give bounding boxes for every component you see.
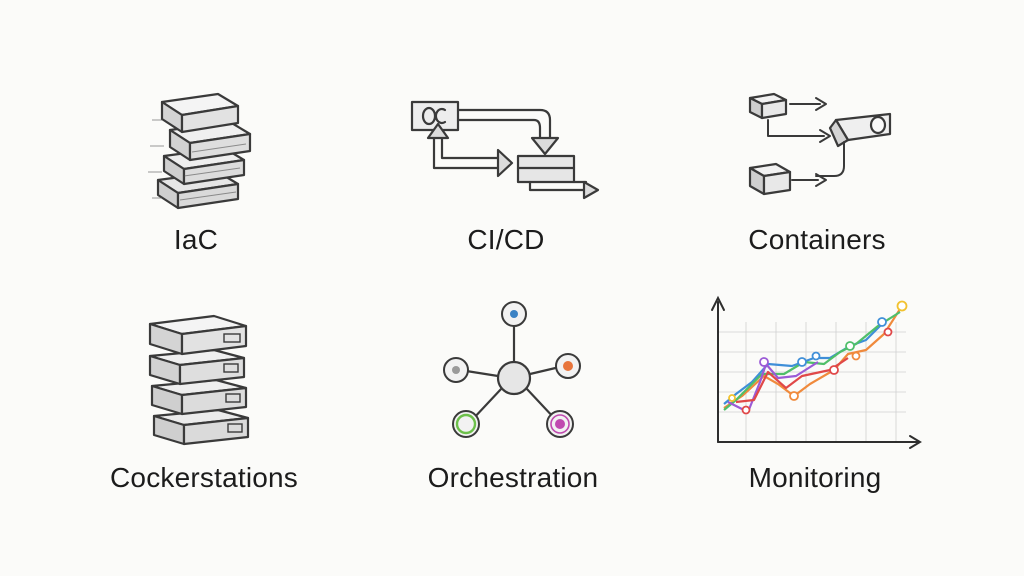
iac-tile (140, 80, 260, 220)
cockerstations-tile (136, 298, 266, 458)
orchestration-label: Orchestration (427, 462, 599, 493)
pipeline-arrows-icon (410, 100, 600, 200)
line-chart-icon (711, 295, 922, 449)
orchestration-tile (430, 296, 600, 456)
cockerstations-label: Cockerstations (110, 462, 298, 493)
monitoring-label: Monitoring (748, 462, 882, 493)
container-flow-icon (748, 92, 892, 196)
network-nodes-icon (443, 301, 581, 438)
containers-label: Containers (748, 224, 886, 255)
cicd-tile (400, 88, 610, 208)
hub-node (496, 360, 532, 396)
containers-tile (740, 84, 900, 208)
cicd-label: CI/CD (467, 224, 545, 255)
server-stack-icon (148, 314, 250, 446)
iac-label: IaC (173, 224, 219, 255)
series-green (723, 311, 901, 411)
series-orange (723, 305, 903, 409)
stacked-blocks-icon (148, 92, 252, 210)
monitoring-tile (706, 292, 926, 452)
